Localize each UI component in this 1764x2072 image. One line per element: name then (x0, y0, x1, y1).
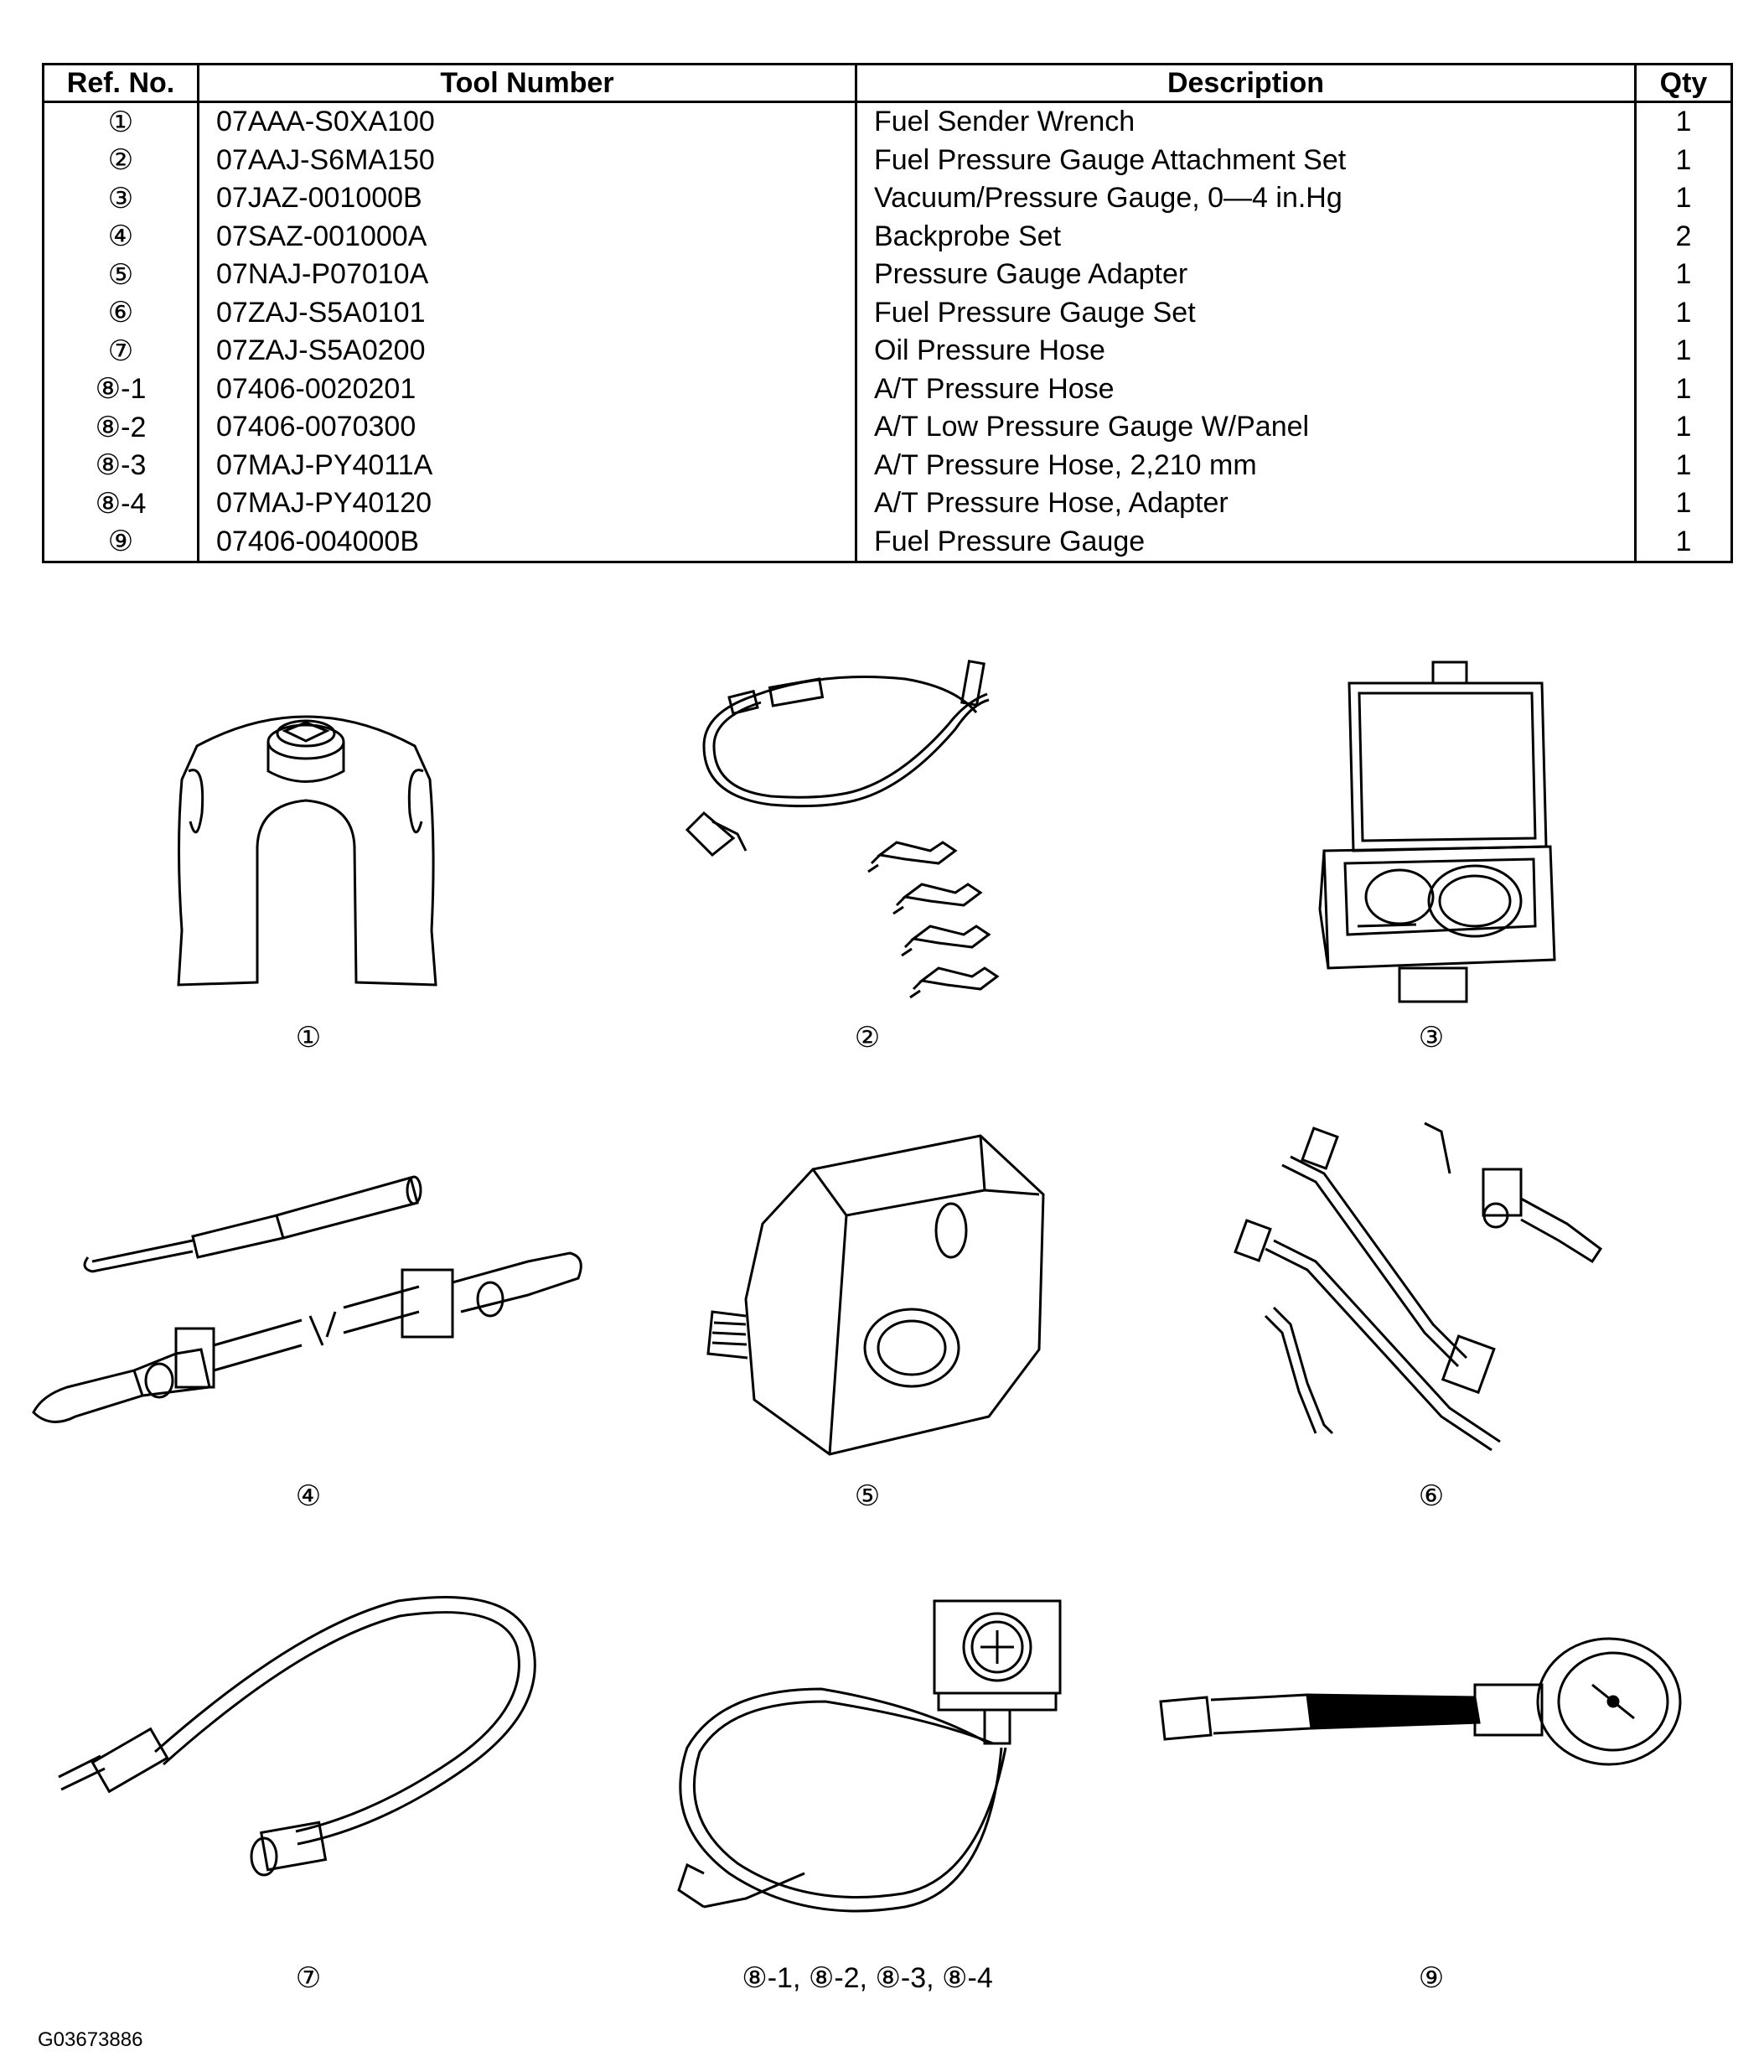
tool-number-cell: 07ZAJ-S5A0200 (197, 332, 856, 370)
figure-1-label: ① (295, 1022, 322, 1054)
tool-number-cell: 07MAJ-PY40120 (197, 484, 856, 523)
description-cell: Fuel Pressure Gauge (855, 522, 1636, 562)
header-tool-number: Tool Number (197, 64, 856, 103)
description-cell: A/T Pressure Hose, 2,210 mm (855, 446, 1636, 484)
ref-no-cell: ⑧-2 (95, 411, 147, 443)
tool-number-cell: 07JAZ-001000B (197, 179, 856, 218)
figure-9-label: ⑨ (1418, 1962, 1445, 1994)
vacuum-gauge-case-illustration (1307, 658, 1559, 1010)
description-cell: Fuel Pressure Gauge Set (855, 293, 1636, 332)
description-cell: Fuel Pressure Gauge Attachment Set (855, 141, 1636, 179)
description-cell: Pressure Gauge Adapter (855, 256, 1636, 294)
tool-number-cell: 07MAJ-PY4011A (197, 446, 856, 484)
qty-cell: 1 (1634, 256, 1732, 294)
description-cell: A/T Pressure Hose, Adapter (855, 484, 1636, 523)
qty-cell: 1 (1634, 408, 1732, 447)
ref-no-cell: ⑨ (107, 526, 134, 558)
ref-no-cell: ④ (107, 220, 134, 253)
qty-cell: 1 (1634, 141, 1732, 179)
qty-cell: 1 (1634, 484, 1732, 523)
qty-cell: 1 (1634, 101, 1732, 142)
qty-cell: 1 (1634, 370, 1732, 408)
figure-5-label: ⑤ (854, 1480, 881, 1512)
description-cell: Backprobe Set (855, 217, 1636, 256)
tool-number-cell: 07SAZ-001000A (197, 217, 856, 256)
tool-number-cell: 07AAA-S0XA100 (197, 101, 856, 142)
ref-no-cell: ⑧-4 (95, 487, 147, 520)
tool-number-cell: 07406-0070300 (197, 408, 856, 447)
header-description: Description (855, 64, 1636, 103)
qty-cell: 2 (1634, 217, 1732, 256)
qty-cell: 1 (1634, 179, 1732, 218)
qty-cell: 1 (1634, 293, 1732, 332)
fuel-pressure-gauge-set-illustration (1198, 1106, 1651, 1458)
backprobe-set-illustration (25, 1144, 595, 1446)
qty-cell: 1 (1634, 446, 1732, 484)
figure-3-label: ③ (1418, 1022, 1445, 1054)
qty-cell: 1 (1634, 522, 1732, 562)
oil-pressure-hose-illustration (46, 1576, 591, 1903)
figure-8-label: ⑧-1, ⑧-2, ⑧-3, ⑧-4 (742, 1962, 993, 1994)
pressure-gauge-adapter-illustration (696, 1132, 1048, 1458)
description-cell: Fuel Sender Wrench (855, 101, 1636, 142)
ref-no-cell: ① (107, 106, 134, 138)
table-header-row: Ref. No. Tool Number Description Qty (43, 64, 1732, 103)
special-tools-table: Ref. No. Tool Number Description Qty ① 07… (42, 63, 1733, 563)
description-cell: Vacuum/Pressure Gauge, 0—4 in.Hg (855, 179, 1636, 218)
ref-no-cell: ③ (107, 182, 134, 215)
tool-number-cell: 07406-004000B (197, 522, 856, 562)
description-cell: Oil Pressure Hose (855, 332, 1636, 370)
ref-no-cell: ⑦ (107, 334, 134, 367)
figure-4-label: ④ (295, 1480, 322, 1512)
figure-6-label: ⑥ (1418, 1480, 1445, 1512)
tool-number-cell: 07AAJ-S6MA150 (197, 141, 856, 179)
ref-no-cell: ② (107, 144, 134, 177)
header-ref-no: Ref. No. (43, 64, 199, 103)
fuel-sender-wrench-illustration (163, 679, 448, 997)
tool-number-cell: 07NAJ-P07010A (197, 256, 856, 294)
description-cell: A/T Low Pressure Gauge W/Panel (855, 408, 1636, 447)
tool-number-cell: 07ZAJ-S5A0101 (197, 293, 856, 332)
ref-no-cell: ⑥ (107, 297, 134, 329)
qty-cell: 1 (1634, 332, 1732, 370)
header-qty: Qty (1634, 64, 1732, 103)
at-pressure-gauge-hose-illustration (670, 1597, 1073, 1949)
ref-no-cell: ⑧-1 (95, 373, 147, 406)
tool-number-cell: 07406-0020201 (197, 370, 856, 408)
ref-no-cell: ⑧-3 (95, 449, 147, 482)
gauge-attachment-set-illustration (654, 654, 1056, 1014)
figure-7-label: ⑦ (295, 1962, 322, 1994)
image-code: G03673886 (38, 2028, 143, 2051)
fuel-pressure-gauge-illustration (1156, 1634, 1701, 1802)
description-cell: A/T Pressure Hose (855, 370, 1636, 408)
figure-2-label: ② (854, 1022, 881, 1054)
ref-no-cell: ⑤ (107, 258, 134, 291)
